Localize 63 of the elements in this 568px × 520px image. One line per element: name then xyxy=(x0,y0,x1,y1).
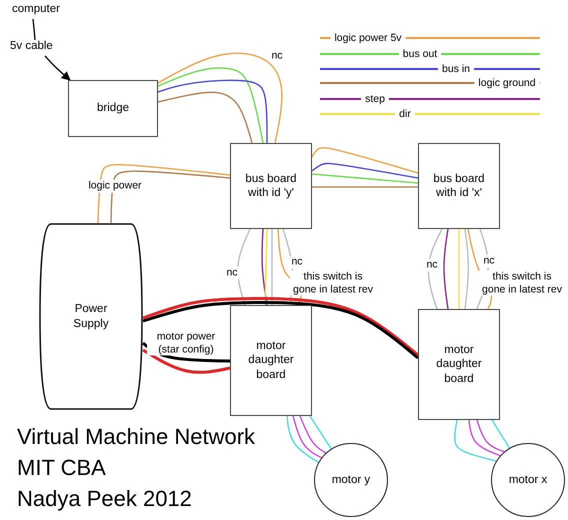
wire xyxy=(311,147,418,174)
wire xyxy=(292,416,322,458)
edge-label: nc xyxy=(425,258,439,272)
wire xyxy=(491,420,510,448)
node-label: bridge xyxy=(97,101,129,116)
wire xyxy=(468,420,500,456)
node-label: motor daughter board xyxy=(247,338,295,382)
wire xyxy=(97,164,230,224)
motor-circle xyxy=(314,443,388,517)
wire xyxy=(158,67,264,144)
wire xyxy=(312,162,418,179)
edge-label: nc xyxy=(482,254,496,268)
legend-label: bus out xyxy=(402,48,438,60)
wire xyxy=(237,228,251,306)
wire xyxy=(312,173,418,184)
edge-label: this switch is gone in latest rev xyxy=(479,270,565,296)
wire xyxy=(264,228,268,306)
wire xyxy=(142,342,230,362)
node-label: motor daughter board xyxy=(435,342,483,386)
edge-label: nc xyxy=(225,266,239,280)
label-text: computer xyxy=(12,3,60,15)
node-label: motor y xyxy=(332,472,370,488)
edge-label: logic power xyxy=(87,180,143,192)
subtitle-text: MIT CBA xyxy=(17,455,106,481)
legend-label: bus in xyxy=(440,63,472,75)
wire xyxy=(309,416,332,450)
wire xyxy=(110,170,230,224)
wire xyxy=(458,229,460,309)
node-label: motor x xyxy=(508,472,548,488)
wire xyxy=(312,186,418,188)
board-box xyxy=(230,143,312,229)
subtitle-text: Nadya Peek 2012 xyxy=(17,486,192,512)
diagram-title: Virtual Machine Network xyxy=(17,424,256,450)
wire xyxy=(299,416,326,454)
wire xyxy=(286,416,319,463)
wire xyxy=(261,228,268,306)
edge-label: this switch is gone in latest rev xyxy=(290,270,376,296)
wire xyxy=(428,228,443,310)
board-box xyxy=(230,305,312,416)
wire xyxy=(271,229,273,305)
wire xyxy=(158,52,283,144)
wire xyxy=(476,420,504,452)
node-label: Power Supply xyxy=(72,302,110,331)
wire xyxy=(142,348,230,374)
motor-circle xyxy=(491,443,565,517)
edge-label: nc xyxy=(290,256,304,268)
legend-label: dir xyxy=(398,108,412,120)
wire xyxy=(32,18,36,40)
label-text: 5v cable xyxy=(10,40,53,52)
arrow xyxy=(44,56,71,81)
legend-label: logic ground xyxy=(477,77,537,89)
wire xyxy=(158,92,253,144)
node-label: bus board with id 'y' xyxy=(244,172,298,200)
board-box xyxy=(418,143,500,229)
board-box xyxy=(418,309,500,420)
wire xyxy=(158,80,268,143)
wire xyxy=(443,228,449,310)
wire xyxy=(454,420,496,462)
node-label: bus board with id 'x' xyxy=(432,172,486,200)
wire xyxy=(464,228,469,310)
legend-label: step xyxy=(364,93,386,105)
board-box xyxy=(68,80,158,137)
legend-label: logic power 5v xyxy=(333,32,403,44)
